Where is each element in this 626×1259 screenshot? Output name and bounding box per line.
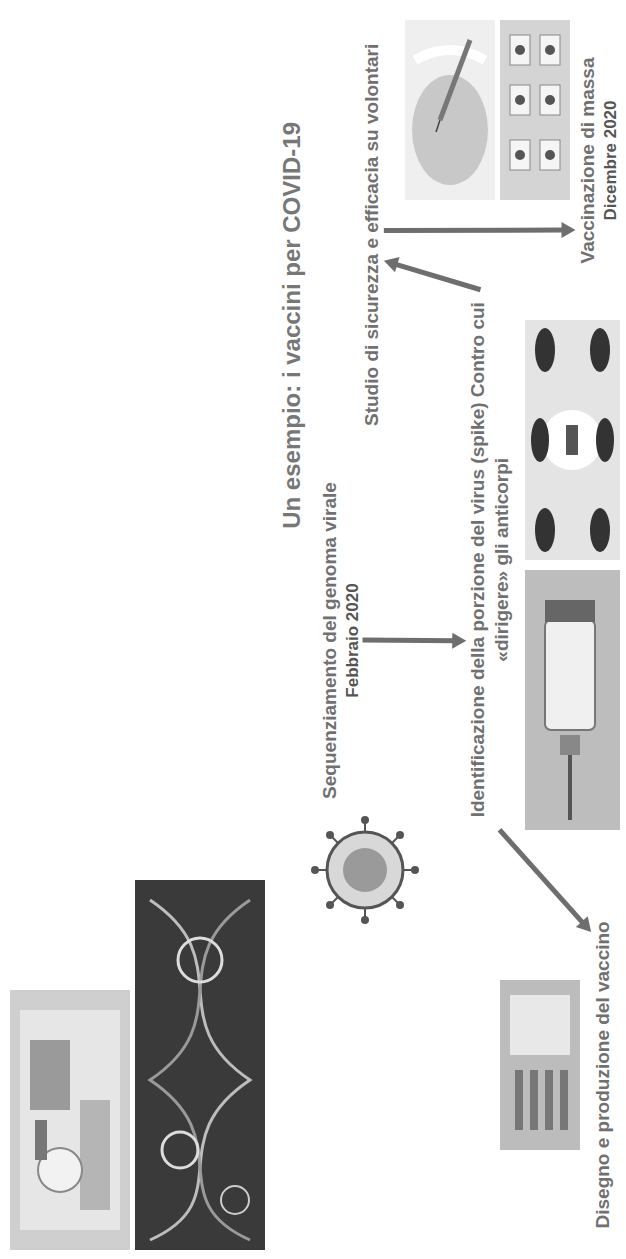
group-photo (500, 20, 570, 200)
step-label: Studio di sicurezza e efficacia su volon… (360, 20, 384, 450)
flow-arrow (384, 222, 576, 238)
arrow-head (576, 916, 591, 932)
step-label: Vaccinazione di massaDicembre 2020 (576, 20, 621, 300)
production-photo (500, 980, 580, 1150)
injection-photo (405, 20, 495, 200)
step-date: Dicembre 2020 (599, 20, 620, 300)
step-date: Febbraio 2020 (341, 470, 362, 810)
arrow-line (363, 638, 457, 644)
slide-title: Un esempio: i vaccini per COVID-19 (278, 25, 307, 625)
virus-schematic (311, 816, 419, 924)
step-text: Disegno e produzione del vaccino (591, 905, 615, 1245)
vial-photo (525, 570, 620, 830)
arrow-line (393, 264, 480, 290)
flow-arrow (363, 633, 467, 649)
arrow-line (500, 830, 585, 925)
dna-virus-photo (135, 880, 265, 1250)
lab-photo (10, 990, 130, 1250)
step-label: Disegno e produzione del vaccino (591, 905, 615, 1245)
arrow-head (384, 257, 400, 272)
step-text: Sequenziamento del genoma virale (318, 470, 342, 810)
arrow-line (384, 228, 566, 234)
flow-arrow (500, 830, 592, 932)
step-label: Sequenziamento del genoma viraleFebbraio… (318, 470, 363, 810)
step-label: Identificazione della porzione del virus… (466, 290, 514, 830)
flow-arrow (384, 257, 481, 290)
title-text: Un esempio: i vaccini per COVID-19 (278, 25, 307, 625)
hands-picture (525, 320, 620, 560)
step-text: Vaccinazione di massa (576, 20, 600, 300)
arrow-head (561, 222, 575, 238)
arrow-head (452, 633, 466, 649)
step-text: Studio di sicurezza e efficacia su volon… (360, 20, 384, 450)
step-text: Identificazione della porzione del virus… (466, 290, 514, 830)
